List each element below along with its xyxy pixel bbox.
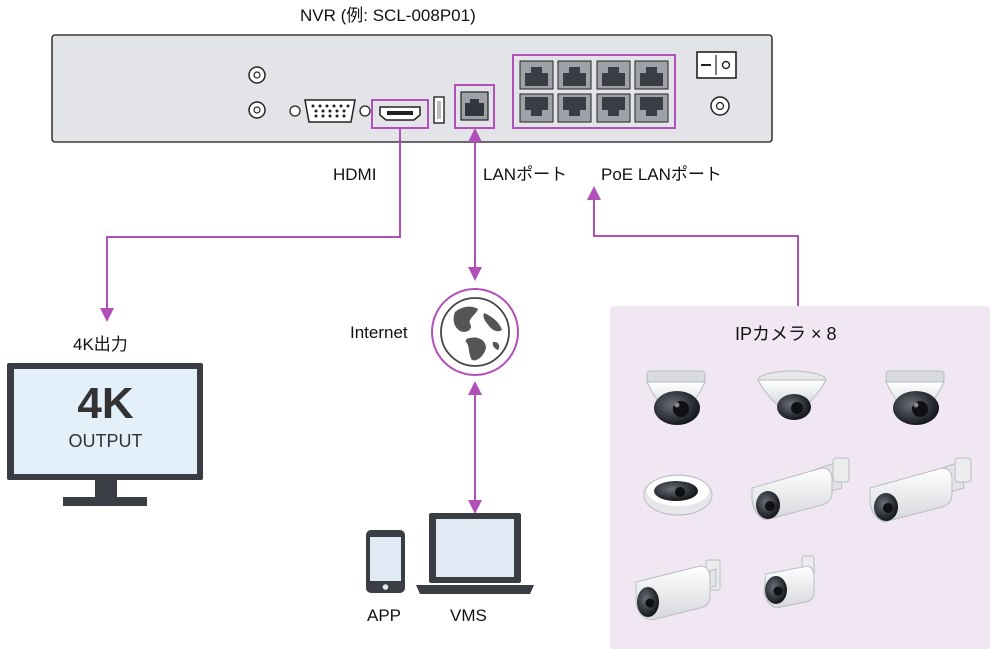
dc-power-jack: [710, 96, 730, 116]
dome-camera-2: [757, 370, 827, 420]
lan-port-label: LANポート: [483, 165, 568, 184]
hdmi-port: [371, 99, 429, 129]
bullet-camera-1: [751, 457, 850, 521]
arrow-to-monitor: [100, 308, 114, 322]
dome-camera-1: [646, 370, 706, 425]
poe-lan-port-label: PoE LANポート: [601, 165, 722, 184]
arrow-down-to-vms: [468, 500, 482, 514]
bnc-connector-top: [248, 66, 266, 84]
nvr-device: [51, 34, 773, 143]
internet-label: Internet: [350, 323, 408, 342]
poe-lan-ports: [512, 54, 676, 129]
monitor-4k: [7, 363, 203, 506]
monitor-caption: 4K出力: [73, 335, 128, 354]
usb-port: [433, 96, 445, 124]
hdmi-to-monitor-line: [106, 128, 401, 312]
connection-lines: [106, 128, 799, 503]
nvr-title: NVR (例: SCL-008P01): [300, 6, 476, 25]
vms-label: VMS: [450, 606, 487, 625]
lan-port: [454, 84, 495, 129]
arrow-up-to-lan: [468, 128, 482, 142]
vga-port: [289, 99, 371, 123]
app-label: APP: [367, 606, 402, 625]
laptop-icon: [416, 513, 534, 594]
smartphone-icon: [366, 530, 405, 593]
fisheye-camera: [643, 474, 713, 516]
dome-camera-3: [885, 370, 945, 425]
globe-icon: [431, 288, 519, 376]
bnc-connector-bottom: [248, 101, 266, 119]
monitor-screen-big-text: 4K: [77, 379, 134, 428]
bullet-camera-4: [763, 555, 815, 609]
bullet-camera-3: [635, 559, 721, 621]
arrow-down-to-internet: [468, 267, 482, 281]
arrowheads: [100, 128, 601, 514]
arrow-up-to-poe: [587, 186, 601, 200]
hdmi-label: HDMI: [333, 165, 377, 184]
power-switch: [696, 51, 737, 79]
bullet-camera-2: [869, 457, 972, 523]
arrow-up-to-internet: [468, 381, 482, 395]
cameras-to-poe-line: [593, 196, 799, 306]
monitor-screen-small-text: OUTPUT: [68, 431, 143, 451]
ip-camera-title: IPカメラ × 8: [735, 324, 837, 344]
